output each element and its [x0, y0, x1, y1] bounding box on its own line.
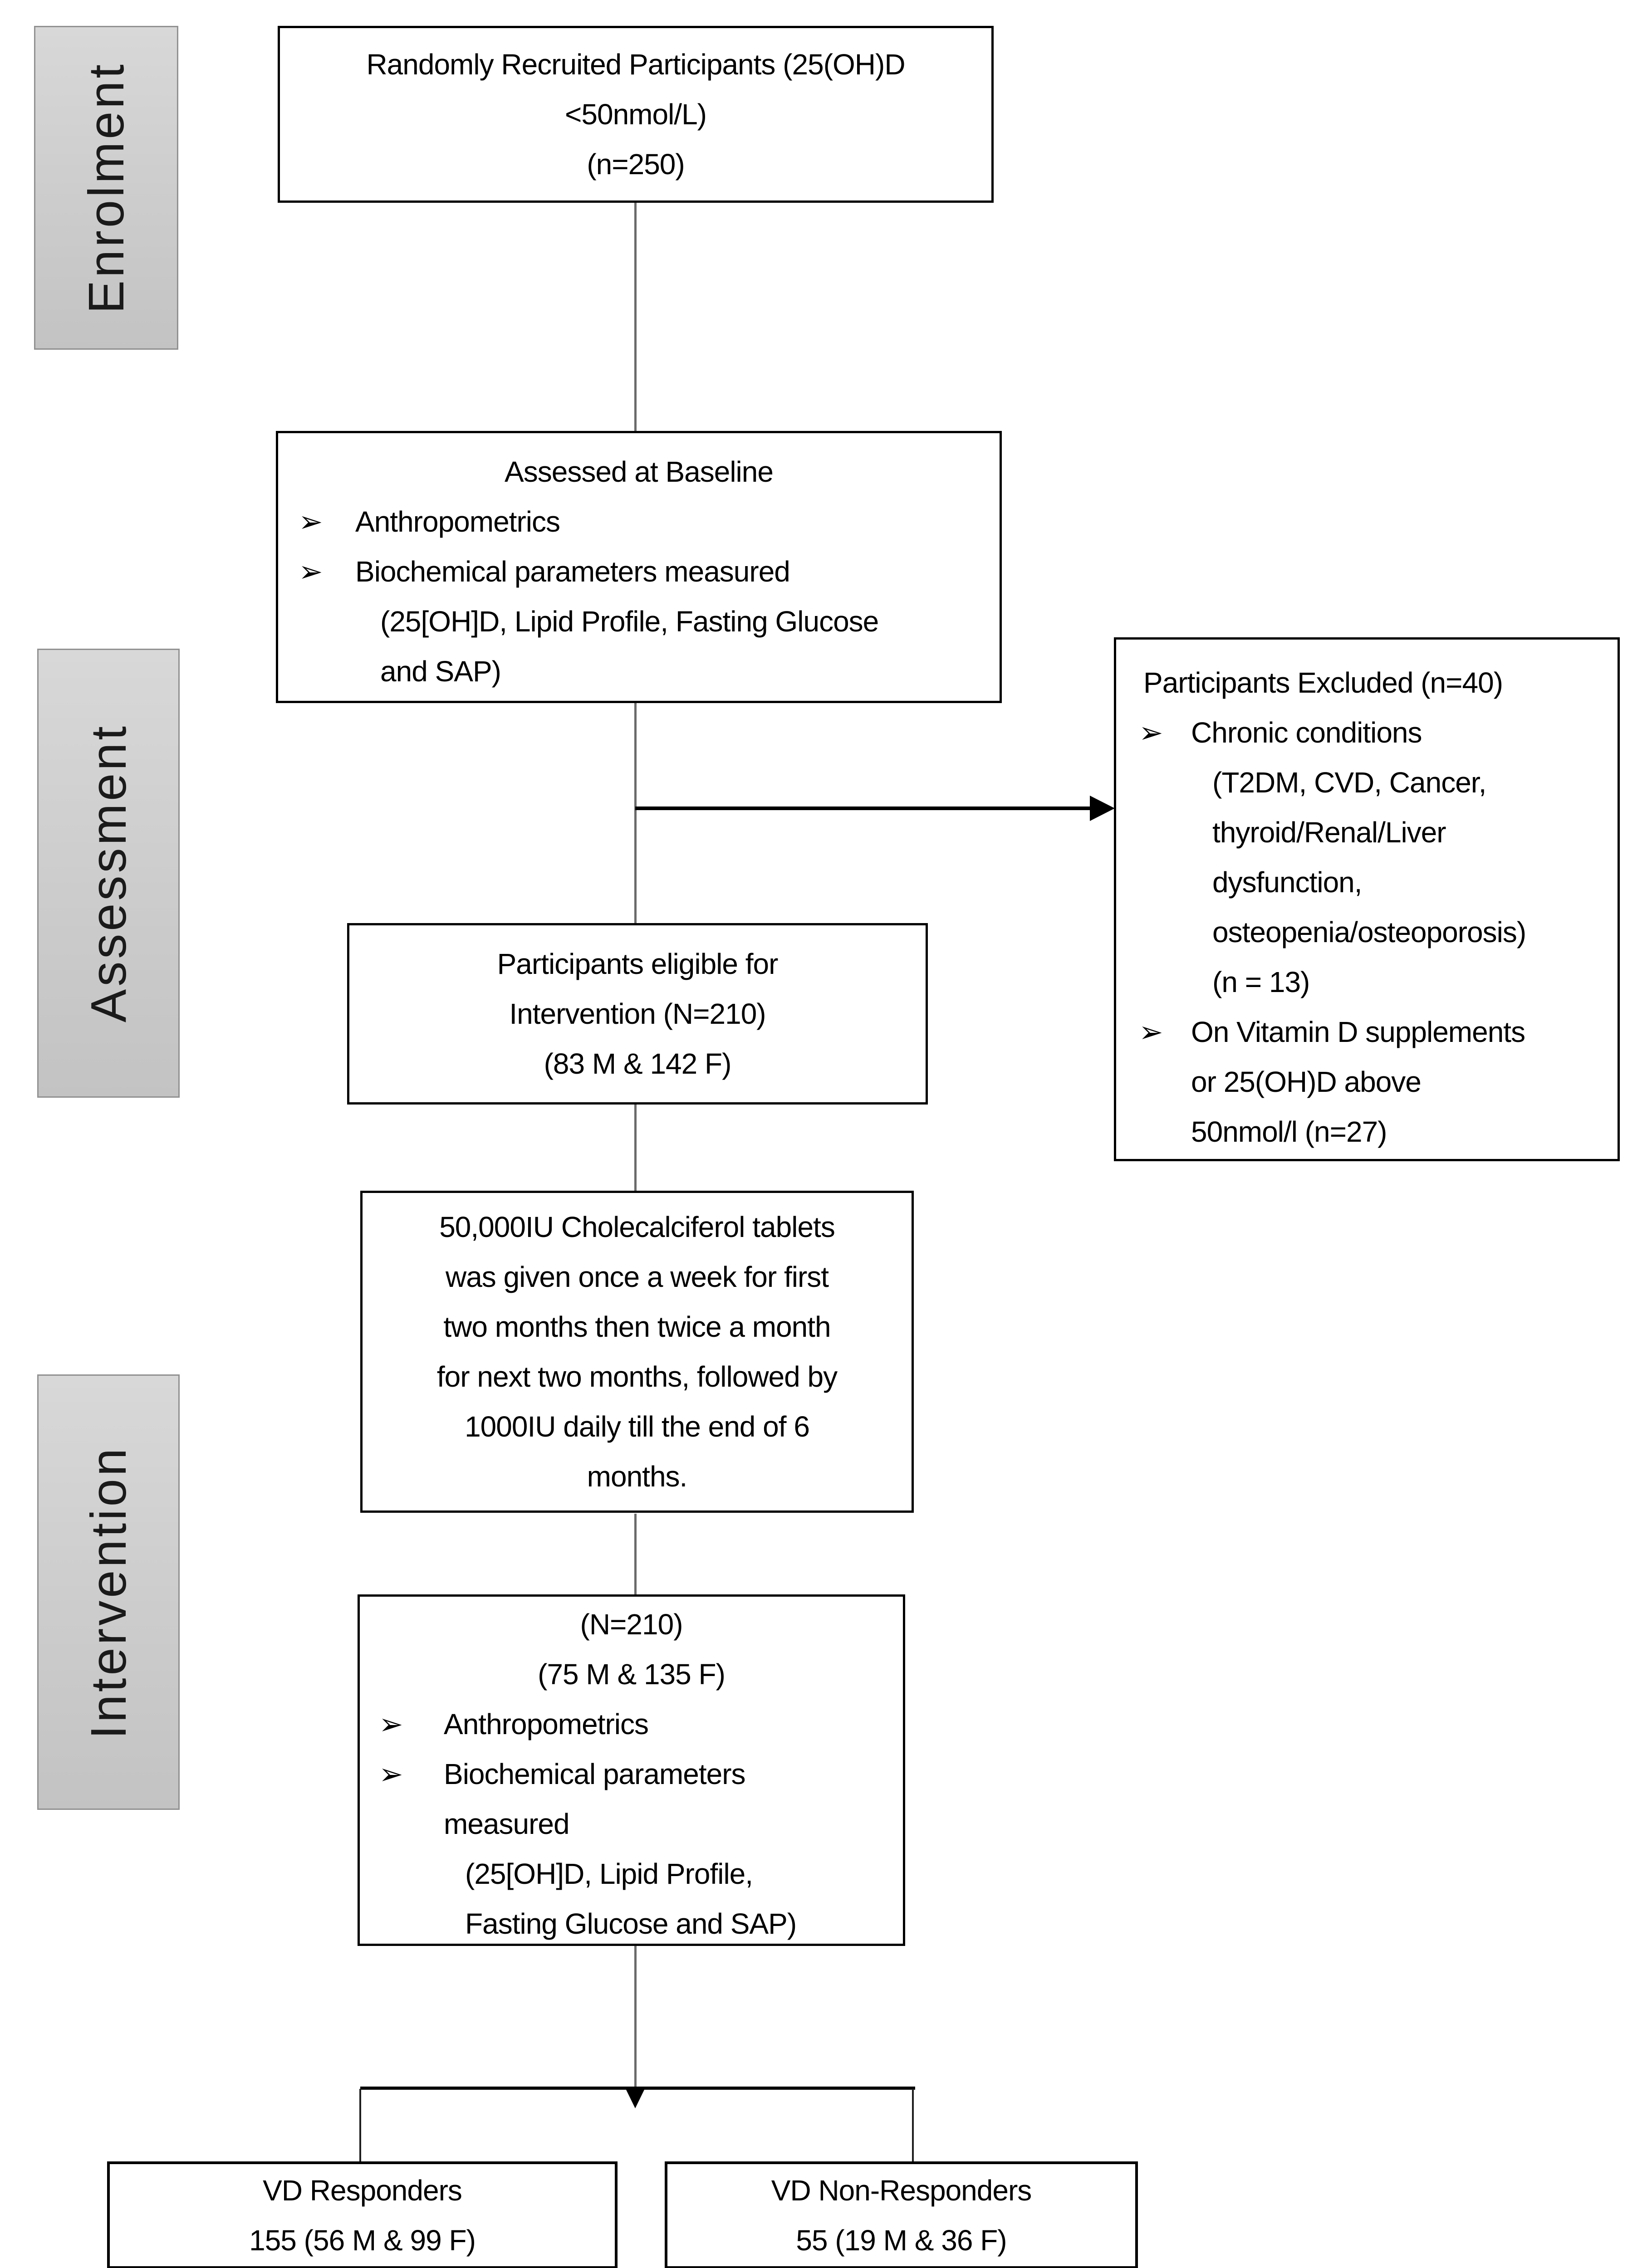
flow-box-intervention-protocol: 50,000IU Cholecalciferol tablets was giv…: [360, 1191, 914, 1513]
text-line: two months then twice a month: [443, 1310, 831, 1343]
text-line: Participants eligible for: [497, 948, 779, 980]
text-line: Fasting Glucose and SAP): [465, 1907, 797, 1940]
flow-box-recruited: Randomly Recruited Participants (25(OH)D…: [278, 26, 994, 203]
flow-box-eligible: Participants eligible for Intervention (…: [347, 923, 928, 1105]
connector-eligible-to-dose: [634, 1105, 637, 1191]
text-line: 50,000IU Cholecalciferol tablets: [439, 1211, 835, 1243]
bullet-arrow-icon: ➢: [379, 1708, 403, 1740]
stage-label-intervention: Intervention: [37, 1374, 180, 1810]
text-line: 55 (19 M & 36 F): [796, 2224, 1007, 2257]
text-line: Biochemical parameters measured: [355, 555, 790, 588]
text-line: Anthropometrics: [355, 505, 560, 538]
text-line: (75 M & 135 F): [538, 1658, 726, 1691]
text-line: and SAP): [380, 655, 501, 688]
bullet-arrow-icon: ➢: [299, 555, 323, 588]
connector-dose-to-followup: [634, 1514, 637, 1594]
stage-label-text: Assessment: [80, 723, 137, 1023]
text-line: 1000IU daily till the end of 6: [465, 1410, 810, 1443]
text-line: (N=210): [580, 1608, 683, 1641]
connector-branch-to-excluded: [635, 807, 1093, 810]
text-line: osteopenia/osteoporosis): [1212, 916, 1526, 948]
text-line: 155 (56 M & 99 F): [249, 2224, 476, 2257]
text-line: (n=250): [587, 148, 685, 181]
box-title: Assessed at Baseline: [505, 455, 774, 488]
text-line: 50nmol/l (n=27): [1191, 1115, 1387, 1148]
text-line: or 25(OH)D above: [1191, 1066, 1422, 1098]
text-line: (n = 13): [1212, 966, 1310, 998]
text-line: Chronic conditions: [1191, 716, 1422, 749]
flow-box-assessed-baseline: Assessed at Baseline ➢ Anthropometrics ➢…: [276, 431, 1002, 703]
flow-box-followup-assessment: (N=210) (75 M & 135 F) ➢ Anthropometrics…: [358, 1594, 905, 1946]
text-line: (83 M & 142 F): [544, 1047, 732, 1080]
flow-box-vd-responders: VD Responders 155 (56 M & 99 F): [107, 2161, 618, 2268]
stage-label-enrolment: Enrolment: [34, 26, 178, 350]
bullet-arrow-icon: ➢: [1139, 716, 1163, 749]
text-line: (25[OH]D, Lipid Profile,: [465, 1857, 753, 1890]
stage-label-text: Enrolment: [78, 62, 134, 314]
bullet-arrow-icon: ➢: [379, 1758, 403, 1790]
arrowhead-right-icon: [1090, 796, 1115, 821]
text-line: for next two months, followed by: [436, 1360, 838, 1393]
text-line: measured: [444, 1808, 570, 1840]
text-line: was given once a week for first: [445, 1261, 829, 1293]
text-line: months.: [587, 1460, 688, 1493]
connector-split-bar: [360, 2087, 915, 2090]
text-line: (T2DM, CVD, Cancer,: [1212, 766, 1486, 799]
bullet-arrow-icon: ➢: [299, 505, 323, 538]
text-line: thyroid/Renal/Liver: [1212, 816, 1446, 849]
stage-label-assessment: Assessment: [37, 649, 180, 1098]
text-line: Intervention (N=210): [509, 997, 766, 1030]
text-line: On Vitamin D supplements: [1191, 1016, 1525, 1048]
box-title: Participants Excluded (n=40): [1143, 666, 1503, 699]
text-line: VD Responders: [263, 2174, 462, 2207]
connector-split-to-non-responders: [912, 2089, 914, 2161]
text-line: Biochemical parameters: [444, 1758, 745, 1790]
connector-recruited-to-assessed: [634, 203, 637, 431]
arrowhead-down-icon: [626, 2089, 645, 2108]
flow-box-vd-non-responders: VD Non-Responders 55 (19 M & 36 F): [665, 2161, 1138, 2268]
connector-followup-to-split: [634, 1946, 637, 2088]
connector-assessed-to-eligible: [634, 703, 637, 923]
text-line: Randomly Recruited Participants (25(OH)D: [366, 48, 905, 81]
text-line: Anthropometrics: [444, 1708, 649, 1740]
connector-split-to-responders: [359, 2089, 361, 2161]
stage-label-text: Intervention: [80, 1445, 137, 1739]
text-line: VD Non-Responders: [771, 2174, 1032, 2207]
text-line: (25[OH]D, Lipid Profile, Fasting Glucose: [380, 605, 879, 638]
bullet-arrow-icon: ➢: [1139, 1016, 1163, 1048]
flow-box-excluded: Participants Excluded (n=40) ➢ Chronic c…: [1114, 637, 1620, 1161]
text-line: dysfunction,: [1212, 866, 1363, 899]
text-line: <50nmol/L): [565, 98, 707, 131]
